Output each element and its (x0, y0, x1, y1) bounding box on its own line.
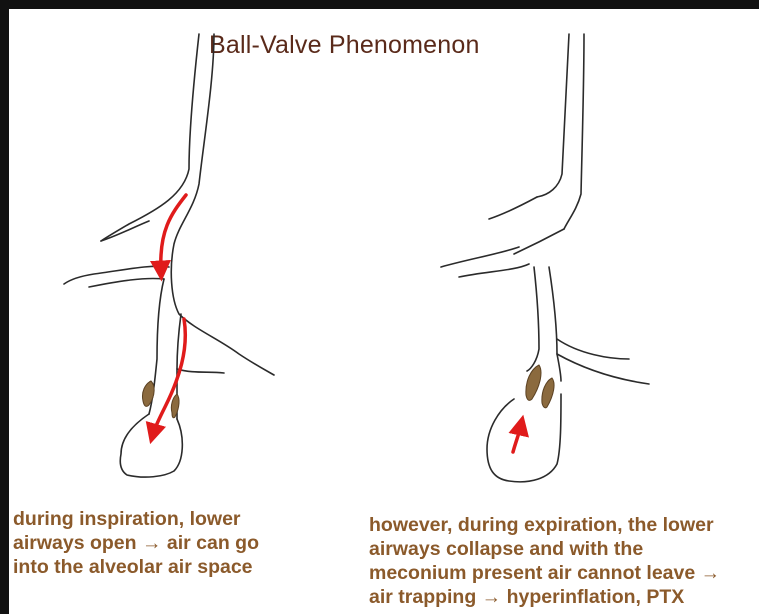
inspiration-caption: during inspiration, lower airways open →… (13, 507, 259, 579)
slide: Ball-Valve Phenomenon (9, 9, 759, 614)
caption-line: during inspiration, lower (13, 507, 259, 531)
alveolus-right (487, 394, 561, 482)
airflow-arrow-upper (161, 195, 186, 271)
expiration-airflow-arrows (513, 425, 521, 452)
expiration-airway (441, 34, 649, 482)
caption-line: meconium present air cannot leave → (369, 561, 720, 585)
airflow-arrow-up (513, 425, 521, 452)
expiration-caption: however, during expiration, the lower ai… (369, 513, 720, 609)
upper-branch-r2 (514, 229, 564, 254)
airway-wall-left-r (537, 34, 569, 197)
caption-line: air trapping → hyperinflation, PTX (369, 585, 720, 609)
right-branch-r (557, 339, 629, 359)
lower-wall-left-r (527, 267, 539, 371)
caption-line: however, during expiration, the lower (369, 513, 720, 537)
expiration-meconium (526, 365, 554, 408)
right-branch-r2 (557, 354, 649, 384)
airway-wall-right (171, 34, 274, 375)
caption-line: into the alveolar air space (13, 555, 259, 579)
left-branch-lower (89, 278, 164, 287)
left-branch-r (441, 247, 519, 267)
airway-wall-left (101, 34, 199, 241)
left-branch-r2 (459, 264, 529, 277)
upper-branch-top (101, 221, 149, 241)
upper-branch-r (489, 197, 537, 219)
caption-line: airways collapse and with the (369, 537, 720, 561)
meconium-plug-left-1 (142, 381, 154, 406)
meconium-plug-left-2 (171, 394, 179, 418)
inspiration-airway (64, 34, 274, 477)
alveolus-left (120, 414, 182, 477)
right-lower-branch (177, 369, 224, 373)
lower-wall-right-r (549, 267, 561, 381)
meconium-plug-right-2 (542, 378, 554, 408)
caption-line: airways open → air can go (13, 531, 259, 555)
